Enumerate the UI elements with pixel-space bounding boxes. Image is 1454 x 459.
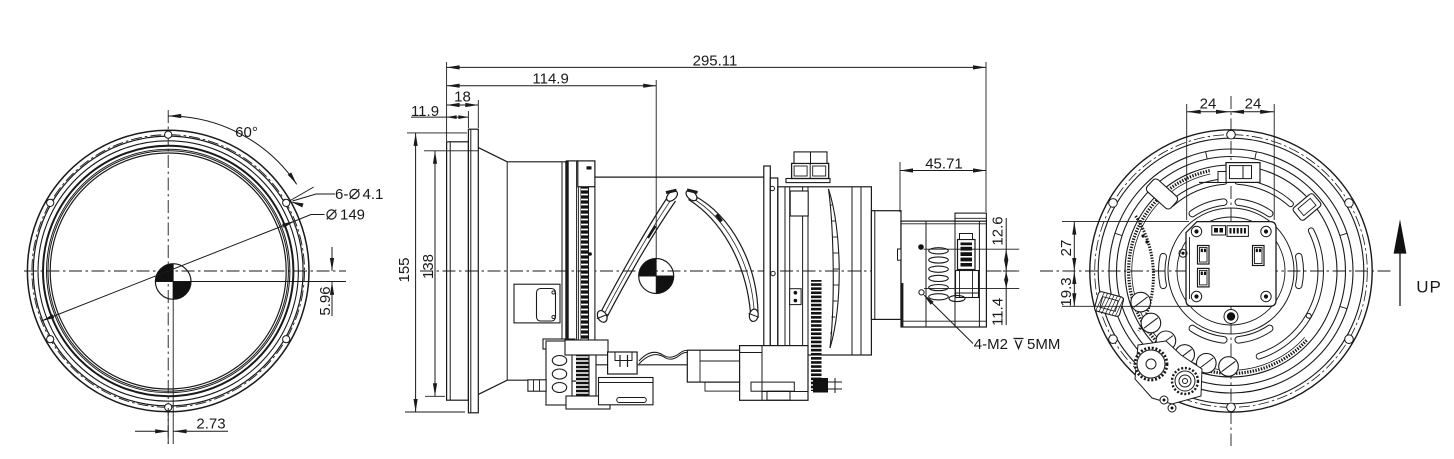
svg-text:2.73: 2.73 bbox=[196, 416, 225, 433]
svg-text:6-: 6- bbox=[335, 186, 348, 203]
svg-text:24: 24 bbox=[1245, 96, 1262, 113]
svg-text:4-M2: 4-M2 bbox=[974, 336, 1008, 353]
svg-text:18: 18 bbox=[454, 89, 471, 106]
svg-text:24: 24 bbox=[1200, 96, 1217, 113]
svg-text:4.1: 4.1 bbox=[363, 186, 384, 203]
svg-text:12.6: 12.6 bbox=[990, 216, 1007, 245]
svg-text:11.4: 11.4 bbox=[990, 298, 1007, 326]
svg-text:295.11: 295.11 bbox=[693, 52, 738, 69]
svg-text:UP: UP bbox=[1416, 278, 1442, 297]
svg-text:19.3: 19.3 bbox=[1058, 277, 1075, 306]
svg-text:45.71: 45.71 bbox=[925, 156, 963, 173]
svg-text:155: 155 bbox=[396, 257, 413, 282]
svg-text:5MM: 5MM bbox=[1027, 336, 1060, 353]
svg-text:11.9: 11.9 bbox=[411, 103, 439, 120]
svg-text:114.9: 114.9 bbox=[532, 71, 568, 88]
svg-text:60°: 60° bbox=[235, 124, 258, 141]
svg-text:138: 138 bbox=[420, 254, 437, 279]
svg-text:5.96: 5.96 bbox=[317, 286, 334, 315]
svg-text:27: 27 bbox=[1058, 240, 1075, 257]
svg-text:149: 149 bbox=[340, 207, 365, 224]
